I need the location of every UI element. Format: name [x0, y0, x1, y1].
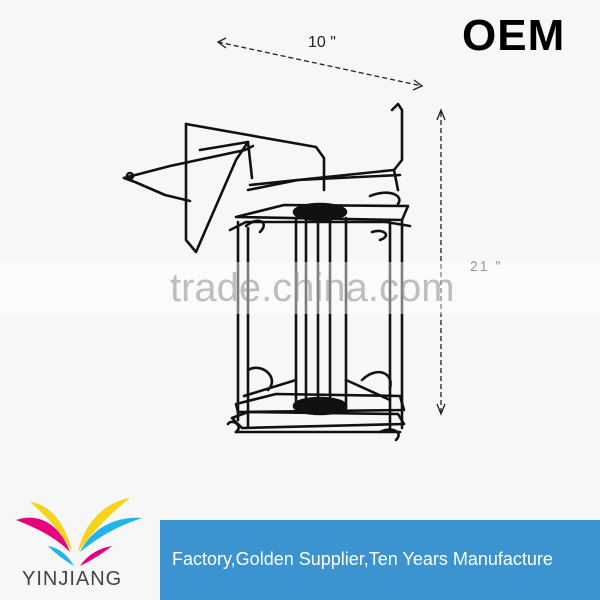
height-dimension-arrow: [436, 108, 446, 416]
width-dimension-arrow: [216, 37, 424, 91]
brand-name: YINJIANG: [22, 568, 123, 590]
yinjiang-logo-icon: [16, 498, 142, 566]
promo-banner-text: Factory,Golden Supplier,Ten Years Manufa…: [172, 549, 553, 569]
promo-banner: [160, 520, 600, 600]
oem-badge: OEM: [462, 11, 566, 60]
width-dimension-label: 10 ": [308, 34, 336, 51]
height-dimension-label: 21 ": [470, 258, 503, 274]
wire-rack: [122, 102, 412, 442]
watermark-band: [0, 262, 600, 314]
watermark-text: trade.china.com: [170, 266, 455, 310]
